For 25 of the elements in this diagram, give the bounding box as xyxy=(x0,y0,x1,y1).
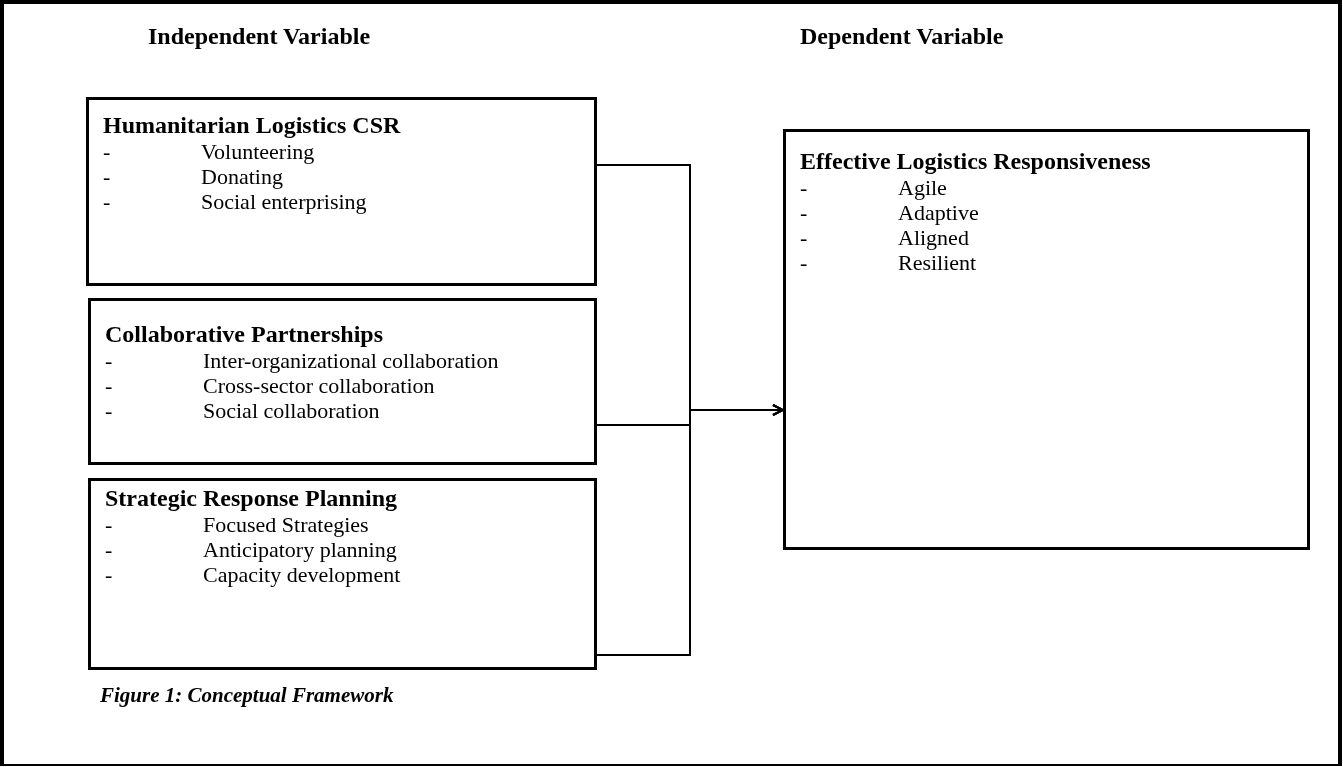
list-item: - Inter-organizational collaboration xyxy=(105,348,500,373)
concept-box xyxy=(86,97,597,286)
column-heading: Dependent Variable xyxy=(800,22,1004,51)
list-item: - Aligned xyxy=(800,225,970,250)
box-heading: Collaborative Partnerships xyxy=(105,321,384,348)
list-item: - Volunteering xyxy=(103,139,316,164)
list-item: - Anticipatory planning xyxy=(105,537,398,562)
figure-caption: Figure 1: Conceptual Framework xyxy=(100,682,394,709)
box-heading: Humanitarian Logistics CSR xyxy=(103,112,402,139)
column-heading: Independent Variable xyxy=(148,22,371,51)
list-item: - Social collaboration xyxy=(105,398,381,423)
list-item: - Donating xyxy=(103,164,284,189)
list-item: - Focused Strategies xyxy=(105,512,370,537)
concept-box xyxy=(88,298,597,465)
box-heading: Effective Logistics Responsiveness xyxy=(800,148,1152,175)
list-item: - Social enterprising xyxy=(103,189,368,214)
connector-arrow xyxy=(596,404,784,656)
box-heading: Strategic Response Planning xyxy=(105,485,398,512)
list-item: - Capacity development xyxy=(105,562,402,587)
concept-box xyxy=(783,129,1310,550)
list-item: - Cross-sector collaboration xyxy=(105,373,436,398)
list-item: - Agile xyxy=(800,175,948,200)
list-item: - Adaptive xyxy=(800,200,980,225)
concept-box xyxy=(88,478,597,670)
list-item: - Resilient xyxy=(800,250,978,275)
